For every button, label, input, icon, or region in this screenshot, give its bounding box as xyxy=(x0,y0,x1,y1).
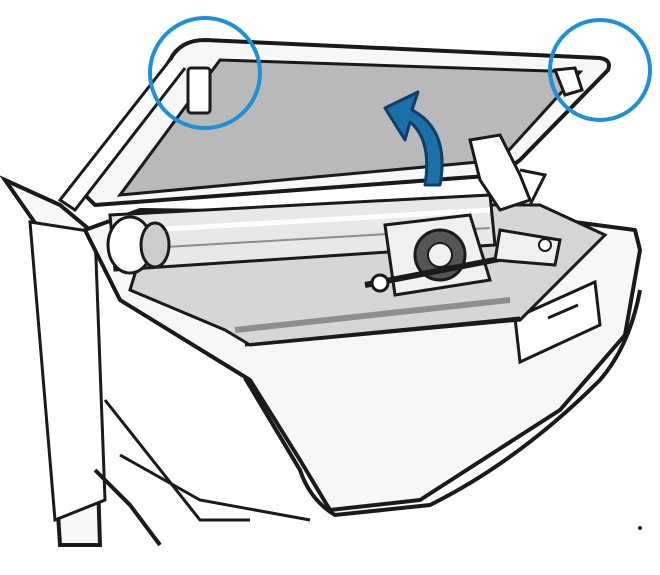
left-latch-highlight xyxy=(148,16,262,130)
stray-mark xyxy=(638,526,642,530)
printer-stand xyxy=(0,175,250,547)
lift-cover-arrow-icon xyxy=(383,90,444,187)
hinge-mechanism xyxy=(468,133,548,212)
platen-roller xyxy=(106,193,497,275)
right-latch-highlight xyxy=(548,18,652,122)
printer-cover xyxy=(57,38,611,213)
left-latch-icon xyxy=(186,66,212,115)
print-head-carriage xyxy=(364,213,562,297)
right-latch-icon xyxy=(552,66,584,97)
